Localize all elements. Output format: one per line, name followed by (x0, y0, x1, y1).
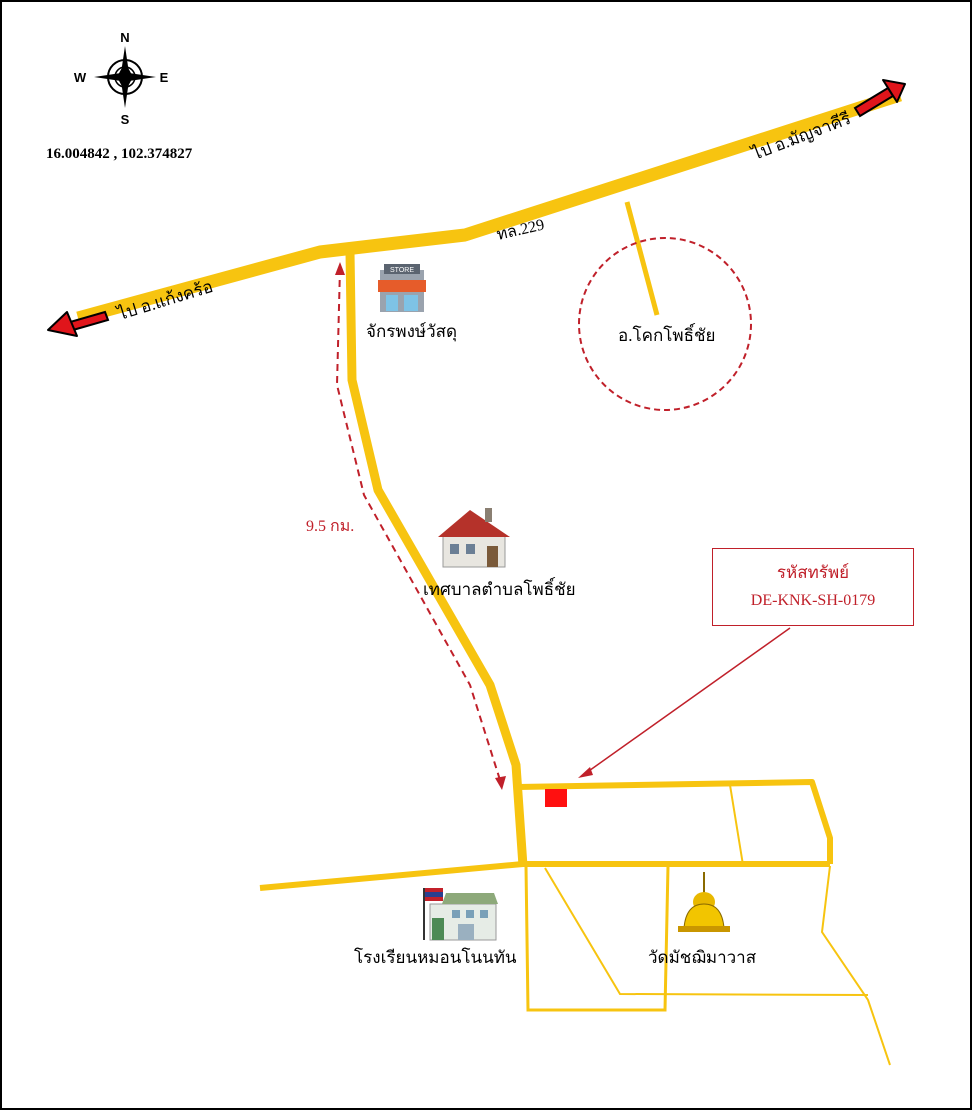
district-label: อ.โคกโพธิ์ชัย (618, 326, 716, 345)
arrow-west-icon (47, 310, 110, 337)
store-sign-text: STORE (390, 267, 414, 274)
compass-e: E (160, 70, 169, 85)
school-label: โรงเรียนหมอนโนนทัน (354, 948, 517, 967)
highway-229 (76, 88, 902, 325)
local-main-road (345, 251, 528, 867)
district-circle (578, 237, 752, 411)
compass-rose-icon (94, 46, 156, 108)
road-small-3 (544, 867, 869, 996)
asset-pointer-line (585, 627, 791, 774)
coordinates-text: 16.004842 , 102.374827 (46, 146, 193, 162)
temple-label: วัดมัชฌิมาวาส (648, 948, 757, 967)
temple-icon (678, 872, 730, 932)
road-small-2 (524, 865, 670, 1012)
compass-s: S (121, 112, 130, 127)
road-east-upper (517, 779, 833, 864)
asset-code: DE-KNK-SH-0179 (750, 592, 876, 609)
compass-n: N (120, 30, 129, 45)
municipality-label: เทศบาลตำบลโพธิ์ชัย (423, 580, 576, 599)
distance-label: 9.5 กม. (306, 518, 355, 535)
compass-w: W (74, 70, 87, 85)
road-east-west-lower (259, 861, 830, 891)
asset-pointer-head (578, 767, 593, 778)
asset-code-box: รหัสทรัพย์ DE-KNK-SH-0179 (712, 548, 914, 626)
school-icon (423, 888, 498, 941)
district-spur-road (624, 201, 660, 316)
property-marker (545, 789, 567, 807)
house-icon (438, 508, 510, 568)
store-icon: STORE (378, 264, 426, 312)
road-small-4 (820, 865, 891, 1066)
road-small-1 (729, 784, 744, 866)
store-label: จักรพงษ์วัสดุ (366, 322, 458, 341)
asset-label: รหัสทรัพย์ (776, 563, 850, 582)
arrow-east-icon (853, 79, 906, 118)
distance-arrow (335, 262, 506, 790)
